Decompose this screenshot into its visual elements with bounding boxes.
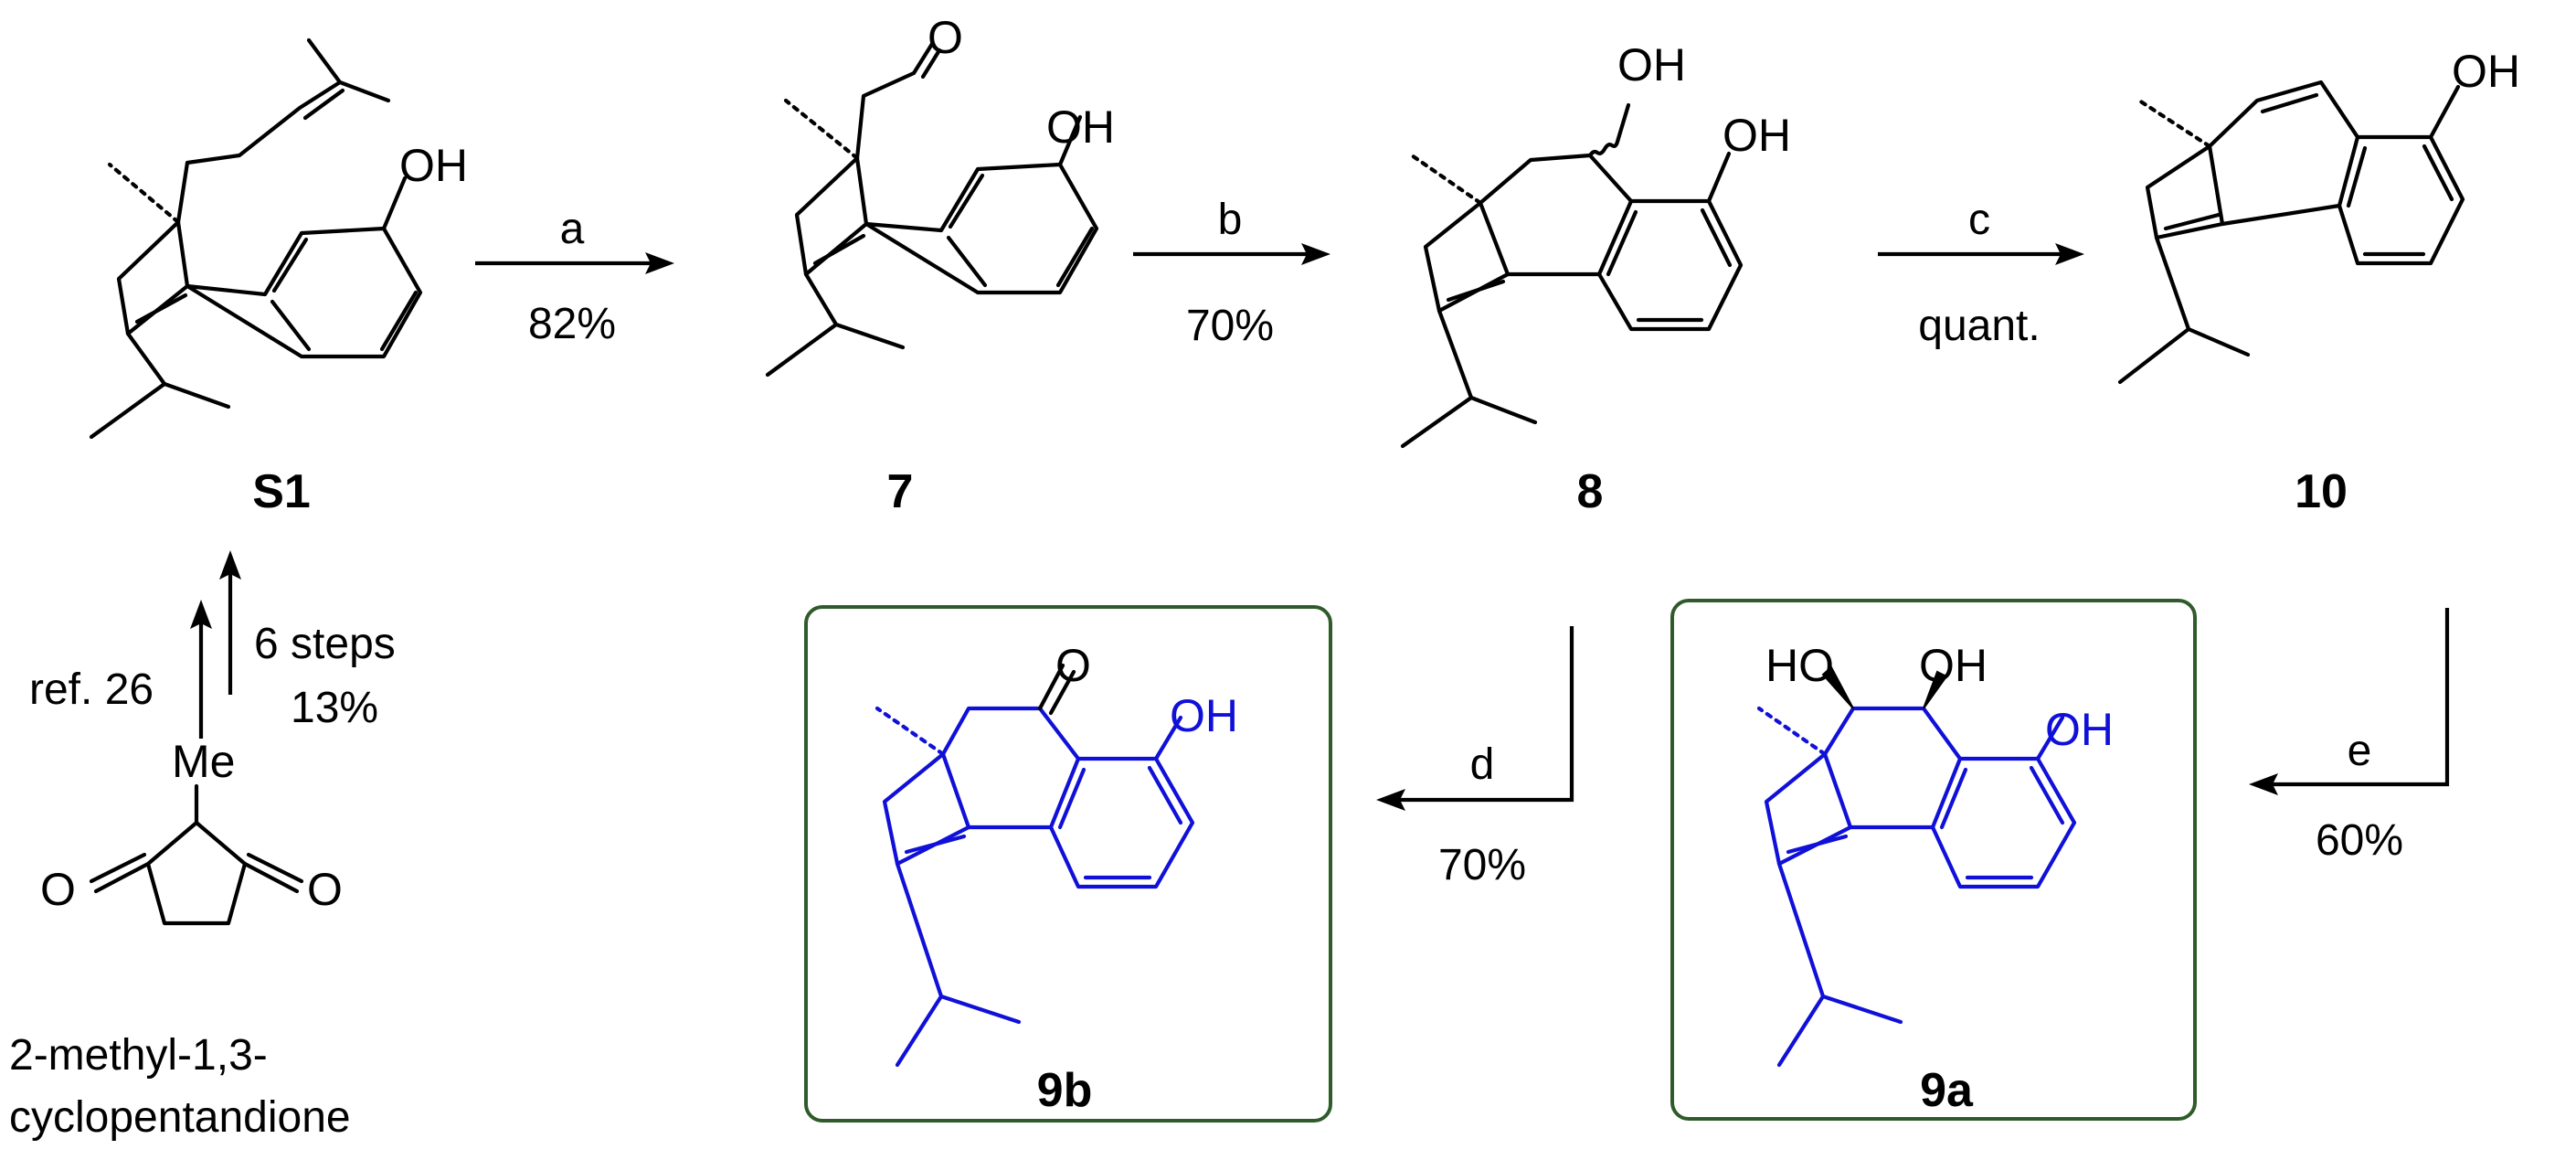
arrow-c-yield: quant. (1918, 302, 2040, 350)
c8-oh-ring-atom: OH (1723, 110, 1791, 161)
arrow-e: e 60% (2249, 608, 2450, 865)
c10-label: 10 (2295, 465, 2348, 518)
c9b-oh-atom: OH (1170, 690, 1238, 741)
arrow-c-reagent: c (1968, 196, 1990, 244)
c8-bonds (1400, 102, 1744, 449)
start-name-line2: cyclopentandione (9, 1093, 351, 1142)
start-name-line1: 2-methyl-1,3- (9, 1031, 268, 1080)
c9a-oh-top-atom: OH (1919, 640, 1988, 691)
arrow-a-yield: 82% (528, 300, 616, 348)
arrow-up-right-line2: 13% (291, 684, 378, 732)
c9a-ho-atom: HO (1765, 640, 1834, 691)
arrow-up-left-text: ref. 26 (29, 665, 154, 714)
s1-label: S1 (252, 465, 311, 518)
arrow-up: ref. 26 6 steps 13% (29, 550, 396, 739)
c7-label: 7 (887, 465, 914, 518)
c9b-o-atom: O (1055, 640, 1091, 691)
s1-oh-atom: OH (399, 140, 468, 191)
arrow-a: a 82% (475, 205, 674, 348)
arrow-b: b 70% (1133, 196, 1330, 350)
arrow-d-yield: 70% (1438, 841, 1526, 889)
start-bonds (89, 783, 304, 926)
compound-10: OH 10 (2117, 46, 2520, 518)
arrow-e-yield: 60% (2316, 816, 2403, 865)
arrow-d: d 70% (1376, 626, 1574, 889)
compound-s1: OH S1 (89, 37, 468, 518)
arrow-e-reagent: e (2348, 727, 2372, 775)
c9a-bonds (1756, 665, 2077, 1068)
c9b-label: 9b (1037, 1064, 1093, 1117)
start-me-atom: Me (172, 736, 235, 787)
compound-7: O OH 7 (765, 12, 1115, 518)
c8-oh-top-atom: OH (1617, 39, 1686, 90)
c10-bonds (2117, 80, 2465, 385)
c9b-bonds (875, 663, 1195, 1068)
c7-o-atom: O (928, 12, 963, 63)
compound-start: Me O O 2-methyl-1,3- cyclopentandione (9, 736, 351, 1142)
arrow-b-reagent: b (1218, 196, 1243, 244)
arrow-up-right-line1: 6 steps (254, 620, 396, 668)
c9a-label: 9a (1920, 1064, 1974, 1117)
s1-bonds (89, 37, 423, 440)
compound-9a: HO OH OH 9a (1756, 640, 2114, 1117)
c9a-oh-ring-atom: OH (2045, 704, 2114, 755)
c7-oh-atom: OH (1046, 101, 1115, 153)
start-o-left-atom: O (40, 864, 76, 915)
arrow-a-reagent: a (560, 205, 585, 253)
arrow-b-yield: 70% (1186, 302, 1274, 350)
compound-9b: O OH 9b (875, 640, 1238, 1117)
c7-bonds (765, 41, 1099, 378)
compound-8: OH OH 8 (1400, 39, 1791, 518)
arrow-d-reagent: d (1470, 740, 1495, 789)
start-o-right-atom: O (307, 864, 343, 915)
arrow-c: c quant. (1878, 196, 2084, 350)
c10-oh-atom: OH (2452, 46, 2520, 97)
box-9a (1670, 599, 2197, 1121)
c8-label: 8 (1577, 465, 1604, 518)
